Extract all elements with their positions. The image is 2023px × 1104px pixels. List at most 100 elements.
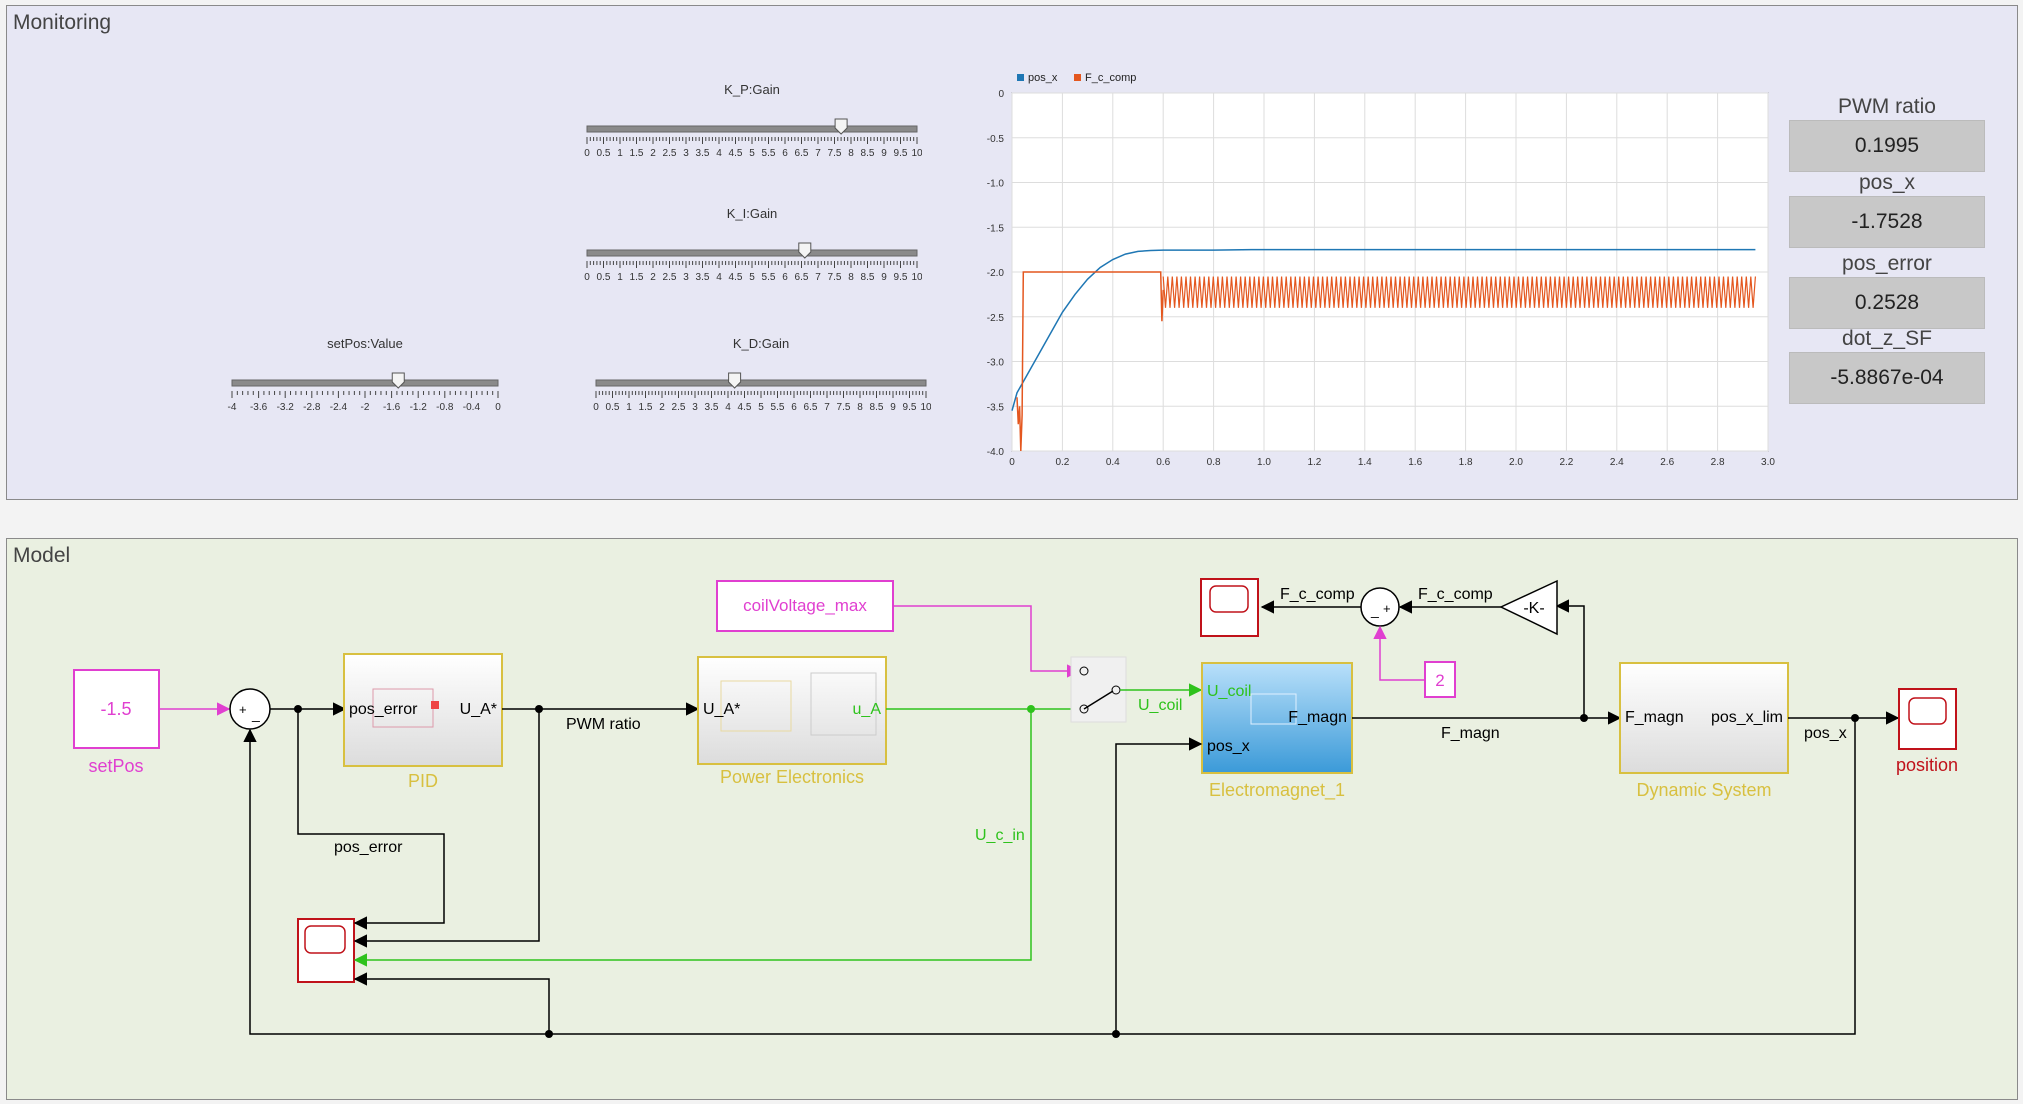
display-value: -1.7528 bbox=[1789, 196, 1985, 248]
pe-out-port: u_A bbox=[853, 701, 882, 718]
dynamic-system-block[interactable]: F_magn pos_x_lim Dynamic System bbox=[1619, 662, 1789, 800]
slider-tick-label: 4.5 bbox=[738, 402, 752, 413]
ds-label: Dynamic System bbox=[1636, 780, 1771, 800]
slider-tick-label: 5.5 bbox=[762, 272, 776, 283]
slider-tick-label: 0 bbox=[584, 272, 590, 283]
x-tick-label: 0.8 bbox=[1207, 457, 1221, 468]
slider-tick-label: 4.5 bbox=[729, 272, 743, 283]
coil-voltage-max-block[interactable]: coilVoltage_max bbox=[716, 580, 894, 632]
x-tick-label: 2.2 bbox=[1559, 457, 1573, 468]
pid-in-port: pos_error bbox=[349, 701, 418, 718]
legend-label: pos_x bbox=[1028, 72, 1058, 84]
u-coil-signal-label: U_coil bbox=[1138, 697, 1182, 714]
pe-in-port: U_A* bbox=[703, 701, 740, 718]
slider-track bbox=[595, 379, 927, 387]
slider-track bbox=[231, 379, 499, 387]
setpos-slider[interactable]: setPos:Value -4-3.6-3.2-2.8-2.4-2-1.6-1.… bbox=[227, 336, 503, 416]
slider-tick-label: 3.5 bbox=[696, 148, 710, 159]
slider-tick-label: -2.8 bbox=[303, 402, 321, 413]
slider-tick-label: 7 bbox=[824, 402, 830, 413]
simulink-diagram: -1.5 setPos + _ pos_error U_A* PID PWM r… bbox=[73, 578, 1958, 1038]
em-in2-port: pos_x bbox=[1207, 738, 1250, 755]
pid-label: PID bbox=[408, 771, 438, 791]
pid-block[interactable]: pos_error U_A* PID bbox=[343, 653, 503, 791]
svg-text:_: _ bbox=[1370, 602, 1379, 618]
svg-text:_: _ bbox=[251, 706, 260, 722]
slider-tick-label: 8 bbox=[857, 402, 863, 413]
position-scope-block[interactable]: position bbox=[1896, 688, 1958, 775]
const-2-block[interactable]: 2 bbox=[1424, 661, 1456, 698]
slider-tick-label: 8 bbox=[848, 148, 854, 159]
slider-tick-label: 1.5 bbox=[630, 272, 644, 283]
slider-tick-label: -2 bbox=[361, 402, 370, 413]
dot-z-sf-display: dot_z_SF -5.8867e-04 bbox=[1789, 326, 1985, 404]
sum-block-error[interactable]: + _ bbox=[229, 688, 271, 730]
coil-max-label: coilVoltage_max bbox=[743, 596, 867, 615]
display-label: PWM ratio bbox=[1837, 95, 1936, 118]
x-tick-label: 3.0 bbox=[1761, 457, 1775, 468]
ds-in-port: F_magn bbox=[1625, 709, 1684, 726]
ki-slider-label: K_I:Gain bbox=[726, 206, 778, 221]
slider-tick-label: 7.5 bbox=[837, 402, 851, 413]
x-tick-label: 1.4 bbox=[1358, 457, 1372, 468]
em-label: Electromagnet_1 bbox=[1209, 780, 1345, 801]
slider-tick-label: 7 bbox=[815, 148, 821, 159]
x-tick-label: 2.8 bbox=[1711, 457, 1725, 468]
em-in1-port: U_coil bbox=[1207, 683, 1251, 700]
monitor-scope-block[interactable] bbox=[297, 918, 355, 983]
setpos-value: -1.5 bbox=[100, 699, 131, 719]
slider-thumb bbox=[834, 118, 848, 135]
slider-tick-label: 6.5 bbox=[795, 148, 809, 159]
electromagnet-block[interactable]: U_coil pos_x F_magn Electromagnet_1 bbox=[1201, 662, 1353, 801]
x-tick-label: 0 bbox=[1009, 457, 1015, 468]
x-tick-label: 2.0 bbox=[1509, 457, 1523, 468]
y-tick-label: -2.0 bbox=[987, 268, 1005, 279]
sum-block-comp[interactable]: + _ bbox=[1360, 587, 1400, 627]
slider-tick-label: 1 bbox=[626, 402, 632, 413]
display-value: -5.8867e-04 bbox=[1789, 352, 1985, 404]
pos-error-signal-label: pos_error bbox=[334, 839, 403, 856]
display-label: pos_error bbox=[1842, 252, 1932, 275]
slider-tick-label: 0 bbox=[593, 402, 599, 413]
slider-tick-label: 3 bbox=[692, 402, 698, 413]
monitoring-title: Monitoring bbox=[13, 11, 112, 34]
gain-block[interactable]: -K- bbox=[1499, 579, 1558, 636]
y-tick-label: -1.0 bbox=[987, 179, 1005, 190]
position-label: position bbox=[1896, 755, 1958, 775]
f-c-comp-signal-label-1: F_c_comp bbox=[1280, 586, 1355, 603]
x-tick-label: 1.8 bbox=[1459, 457, 1473, 468]
slider-tick-label: 1.5 bbox=[630, 148, 644, 159]
slider-tick-label: 2 bbox=[650, 148, 656, 159]
svg-text:+: + bbox=[239, 702, 247, 717]
slider-tick-label: -0.4 bbox=[463, 402, 481, 413]
slider-tick-label: 1 bbox=[617, 148, 623, 159]
em-out-port: F_magn bbox=[1288, 709, 1347, 726]
slider-tick-label: -1.6 bbox=[383, 402, 401, 413]
switch-block[interactable] bbox=[1070, 656, 1127, 723]
setpos-constant-block[interactable]: -1.5 setPos bbox=[73, 669, 160, 776]
display-label: dot_z_SF bbox=[1842, 327, 1932, 350]
slider-tick-label: 0.5 bbox=[597, 272, 611, 283]
slider-thumb bbox=[391, 372, 405, 389]
power-electronics-block[interactable]: U_A* u_A Power Electronics bbox=[697, 656, 887, 787]
slider-tick-label: 2 bbox=[659, 402, 665, 413]
pwm-ratio-signal-label: PWM ratio bbox=[566, 716, 641, 733]
slider-tick-label: 10 bbox=[911, 272, 922, 283]
slider-tick-label: 2.5 bbox=[663, 272, 677, 283]
display-label: pos_x bbox=[1858, 171, 1916, 194]
slider-tick-label: 9.5 bbox=[894, 148, 908, 159]
pos-error-display: pos_error 0.2528 bbox=[1789, 251, 1985, 329]
y-tick-label: -4.0 bbox=[987, 447, 1005, 458]
y-tick-label: -2.5 bbox=[987, 313, 1005, 324]
f-c-comp-scope-block[interactable] bbox=[1200, 578, 1259, 637]
x-tick-label: 1.6 bbox=[1408, 457, 1422, 468]
slider-tick-label: 5 bbox=[749, 272, 755, 283]
display-value: 0.2528 bbox=[1789, 277, 1985, 329]
slider-tick-label: 9 bbox=[881, 148, 887, 159]
slider-tick-label: 8.5 bbox=[861, 148, 875, 159]
slider-tick-label: 2 bbox=[650, 272, 656, 283]
